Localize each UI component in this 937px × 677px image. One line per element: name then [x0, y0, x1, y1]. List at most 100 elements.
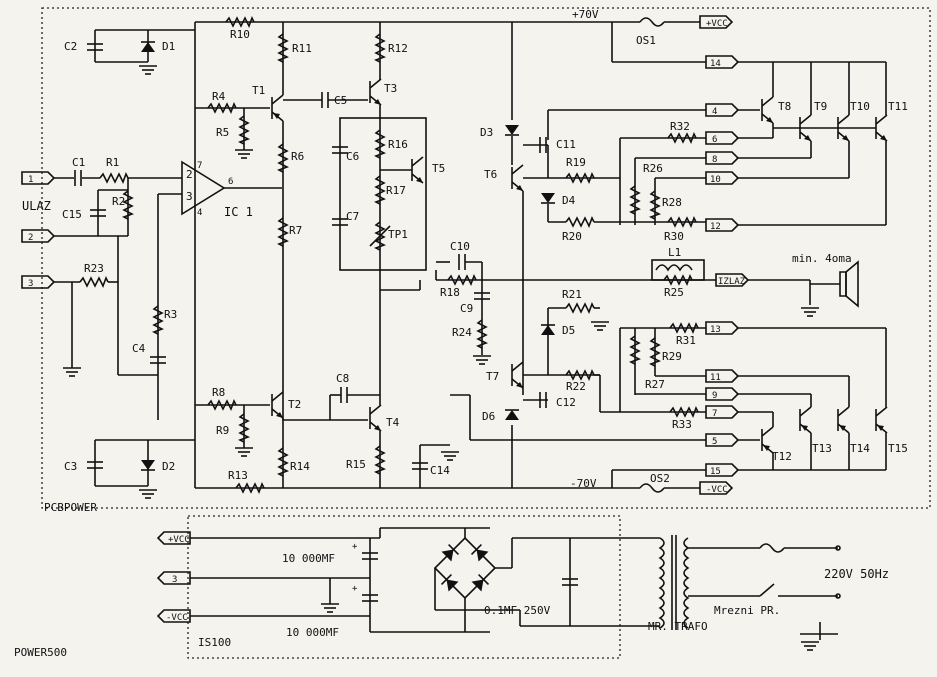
output-label: IZLAZ: [718, 277, 746, 287]
input-label: ULAZ: [22, 199, 51, 213]
conn-symbol: [21, 229, 55, 243]
pnp-symbol: [799, 406, 812, 434]
capH-symbol: [458, 253, 466, 271]
conn-symbol: [21, 171, 55, 185]
component-label-r16: R16: [388, 138, 408, 151]
gnd-symbol: [440, 451, 460, 461]
title-label: POWER500: [14, 646, 67, 659]
component-label-r25: R25: [664, 286, 684, 299]
component-label-9: 9: [712, 391, 717, 401]
component-label-r24: R24: [452, 326, 472, 339]
conn-symbol: [21, 275, 55, 289]
component-label-c3: C3: [64, 460, 77, 473]
psu-vcc-pos: +VCC: [168, 535, 190, 545]
component-label-r21: R21: [562, 288, 582, 301]
component-label-t6: T6: [484, 168, 497, 181]
component-label-t5: T5: [432, 162, 445, 175]
component-label-r7: R7: [289, 224, 302, 237]
component-label-c11: C11: [556, 138, 576, 151]
resH-symbol: [99, 173, 129, 183]
psu-cap2-label: 10 000MF: [286, 626, 339, 639]
diodeUp-symbol: [504, 409, 520, 421]
conn-symbol: [705, 387, 739, 401]
component-label-c8: C8: [336, 372, 349, 385]
component-label-r17: R17: [386, 184, 406, 197]
diodeDown-symbol: [504, 124, 520, 136]
component-label--vcc: +VCC: [706, 19, 728, 29]
component-label-r32: R32: [670, 120, 690, 133]
component-label-r33: R33: [672, 418, 692, 431]
component-label-4: 4: [197, 208, 202, 218]
capH-symbol: [340, 386, 348, 404]
component-label-d3: D3: [480, 126, 493, 139]
component-label-t7: T7: [486, 370, 499, 383]
opamp-ic1: [181, 160, 226, 216]
bridge-rectifier: [433, 536, 497, 600]
component-label-15: 15: [710, 467, 721, 477]
psu-gnd: 3: [172, 575, 177, 585]
component-label--vcc: -VCC: [706, 485, 728, 495]
pos-rail-label: +70V: [572, 8, 599, 21]
trimmer-label: TP1: [388, 228, 408, 241]
diodeUp-symbol: [140, 41, 156, 53]
component-label-r15: R15: [346, 458, 366, 471]
component-label-d4: D4: [562, 194, 576, 207]
diodeDown-symbol: [140, 459, 156, 471]
gnd-symbol: [590, 321, 610, 331]
switch-label: Mrezni PR.: [714, 604, 780, 617]
conn-symbol: [705, 131, 739, 145]
component-label-c2: C2: [64, 40, 77, 53]
fuse-os2: [639, 483, 665, 493]
component-label-t15: T15: [888, 442, 908, 455]
gnd-symbol: [472, 355, 492, 365]
component-label-c15: C15: [62, 208, 82, 221]
component-label-r9: R9: [216, 424, 229, 437]
psu-label: IS100: [198, 636, 231, 649]
component-label-2: 2: [186, 168, 193, 181]
psu-vcc-neg: -VCC: [166, 613, 188, 623]
capH-symbol: [321, 91, 329, 109]
component-label-t4: T4: [386, 416, 400, 429]
component-label-6: 6: [712, 135, 717, 145]
resH-symbol: [79, 277, 109, 287]
transformer-secondary: [683, 537, 690, 629]
component-label-5: 5: [712, 437, 717, 447]
npn-symbol: [511, 361, 524, 389]
component-label-c7: C7: [346, 210, 359, 223]
transformer-label: MR. TRAFO: [648, 620, 708, 633]
mains-label: 220V 50Hz: [824, 567, 889, 581]
conn-symbol: [705, 103, 739, 117]
npn-symbol: [761, 96, 774, 124]
component-label-r19: R19: [566, 156, 586, 169]
component-label-r26: R26: [643, 162, 663, 175]
gnd-symbol: [138, 489, 158, 499]
component-label-t13: T13: [812, 442, 832, 455]
gnd-symbol: [62, 367, 82, 377]
component-label-12: 12: [710, 222, 721, 232]
component-label-r5: R5: [216, 126, 229, 139]
speaker-icon: [839, 271, 847, 297]
capH-symbol: [74, 169, 82, 187]
fuse-os1-label: OS1: [636, 34, 656, 47]
component-label-t1: T1: [252, 84, 265, 97]
inductor-l1: [655, 264, 693, 272]
component-label-r12: R12: [388, 42, 408, 55]
component-label-r31: R31: [676, 334, 696, 347]
npn-symbol: [511, 164, 524, 192]
npn-symbol: [369, 78, 382, 106]
pnp-symbol: [271, 94, 284, 122]
npn-symbol: [411, 156, 424, 184]
component-label-t2: T2: [288, 398, 301, 411]
component-label-c4: C4: [132, 342, 146, 355]
svg-text:+: +: [352, 542, 358, 552]
component-label-c6: C6: [346, 150, 359, 163]
component-label-r22: R22: [566, 380, 586, 393]
component-label-6: 6: [228, 177, 233, 187]
component-label-r30: R30: [664, 230, 684, 243]
component-label-10: 10: [710, 175, 721, 185]
component-label-d1: D1: [162, 40, 175, 53]
inductor-label: L1: [668, 246, 681, 259]
component-label-c10: C10: [450, 240, 470, 253]
component-label-r23: R23: [84, 262, 104, 275]
